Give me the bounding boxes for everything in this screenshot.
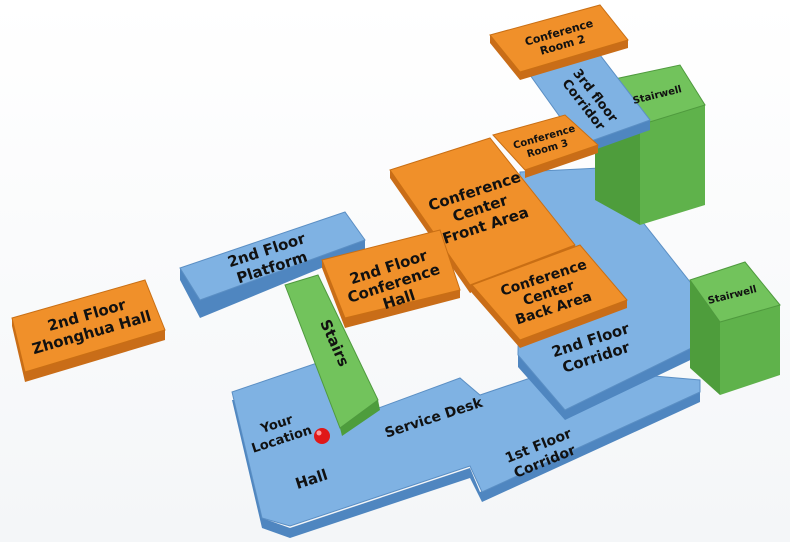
- conference-center-back-area[interactable]: [471, 244, 628, 348]
- conference-room-3[interactable]: [492, 114, 599, 178]
- second-floor-platform[interactable]: [179, 211, 366, 318]
- zhonghua-hall[interactable]: [11, 279, 166, 382]
- stairwell-right[interactable]: [689, 261, 781, 395]
- your-location-marker-icon: [314, 428, 330, 444]
- stairs[interactable]: [284, 274, 380, 436]
- conference-room-2[interactable]: [489, 4, 629, 80]
- second-floor-conference-hall[interactable]: [321, 229, 461, 328]
